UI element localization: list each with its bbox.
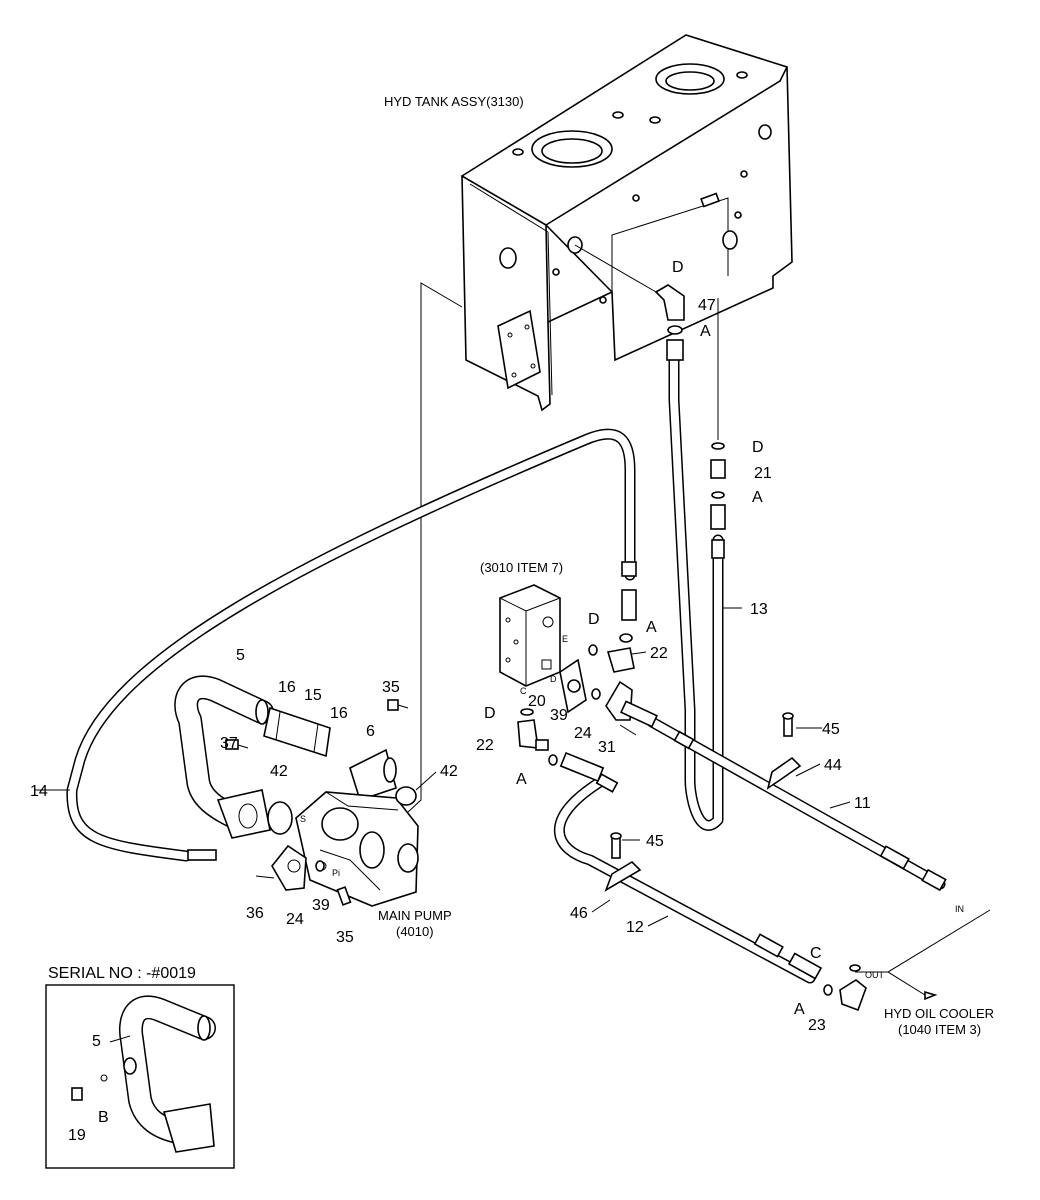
port-mark-s: S [300,814,306,824]
fitting-47 [654,284,685,361]
callout-a-tank: A [700,323,711,340]
callout-5: 5 [236,647,245,664]
callout-14: 14 [30,783,48,800]
callout-d-block: D [588,611,600,628]
hose-12 [553,776,816,984]
callout-35-bot: 35 [336,929,354,946]
callout-a-block: A [646,619,657,636]
inset-box [45,984,235,1169]
hose-13 [668,354,724,831]
flange-24-mid [591,680,659,736]
port-mark-e: E [562,634,568,644]
main-pump-title: MAIN PUMP [378,908,452,923]
serial-title: SERIAL NO : -#0019 [48,965,196,982]
callout-leaders [34,607,851,1043]
callout-47: 47 [698,297,716,314]
callout-a-left: A [516,771,527,788]
callout-24-bot: 24 [286,911,304,928]
clamp-46 [604,832,642,892]
bolt-37 [225,739,249,750]
callout-16b: 16 [330,705,348,722]
callout-42b: 42 [440,763,458,780]
callout-15: 15 [304,687,322,704]
hose-15-16 [263,706,397,802]
callout-46: 46 [570,905,588,922]
hydraulic-tank [461,34,793,412]
oring-42-left [267,801,293,835]
oring-42-right [395,786,417,806]
callout-39-mid: 39 [550,707,568,724]
callout-13: 13 [750,601,768,618]
callout-37: 37 [220,735,238,752]
port-mark-in: IN [955,904,964,914]
callout-b-inset: B [98,1109,109,1126]
callout-45-mid: 45 [646,833,664,850]
callout-5-inset: 5 [92,1033,101,1050]
callout-35-top: 35 [382,679,400,696]
bolt-35-top [387,699,409,711]
callout-d-tank: D [672,259,684,276]
out-arrow [924,990,938,1001]
callout-6: 6 [366,723,375,740]
cooler-subtitle: (1040 ITEM 3) [898,1022,981,1037]
callout-d-left: D [484,705,496,722]
hose-crimp-marks [187,539,910,958]
valve-block [499,584,561,687]
leader-lines [407,244,991,996]
callout-16a: 16 [278,679,296,696]
callout-44: 44 [824,757,842,774]
callout-21: 21 [754,465,772,482]
callout-11: 11 [854,795,871,812]
callout-19: 19 [68,1127,86,1144]
valve-block-title: (3010 ITEM 7) [480,560,563,575]
flange-24-bottom [255,844,352,906]
callout-a-upper: A [752,489,763,506]
callout-c-bottom: C [810,945,822,962]
callout-20: 20 [528,693,546,710]
cooler-title: HYD OIL COOLER [884,1006,994,1021]
clamp-44 [766,712,802,790]
tank-title: HYD TANK ASSY(3130) [384,94,524,109]
fitting-23 [787,868,947,1012]
flange-20 [559,658,587,714]
callout-a-bottom: A [794,1001,805,1018]
callout-42a: 42 [270,763,288,780]
port-mark-out: OUT [865,970,885,980]
fitting-22-left [517,708,605,783]
fitting-22-top [588,589,637,673]
callout-22-left: 22 [476,737,494,754]
hose-14 [66,428,636,862]
main-pump-subtitle: (4010) [396,924,434,939]
callout-12: 12 [626,919,644,936]
callout-45-top: 45 [822,721,840,738]
port-mark-d: D [550,674,557,684]
callout-24-mid: 24 [574,725,592,742]
port-mark-c: C [520,686,527,696]
port-mark-pi: Pi [332,868,340,878]
callout-23: 23 [808,1017,826,1034]
callout-d-upper: D [752,439,764,456]
main-pump [295,791,419,907]
callout-39-bot: 39 [312,897,330,914]
suction-pipe-5 [174,675,274,839]
callout-36: 36 [246,905,264,922]
callout-22-top: 22 [650,645,668,662]
fitting-21 [710,442,726,530]
callout-31: 31 [598,739,616,756]
